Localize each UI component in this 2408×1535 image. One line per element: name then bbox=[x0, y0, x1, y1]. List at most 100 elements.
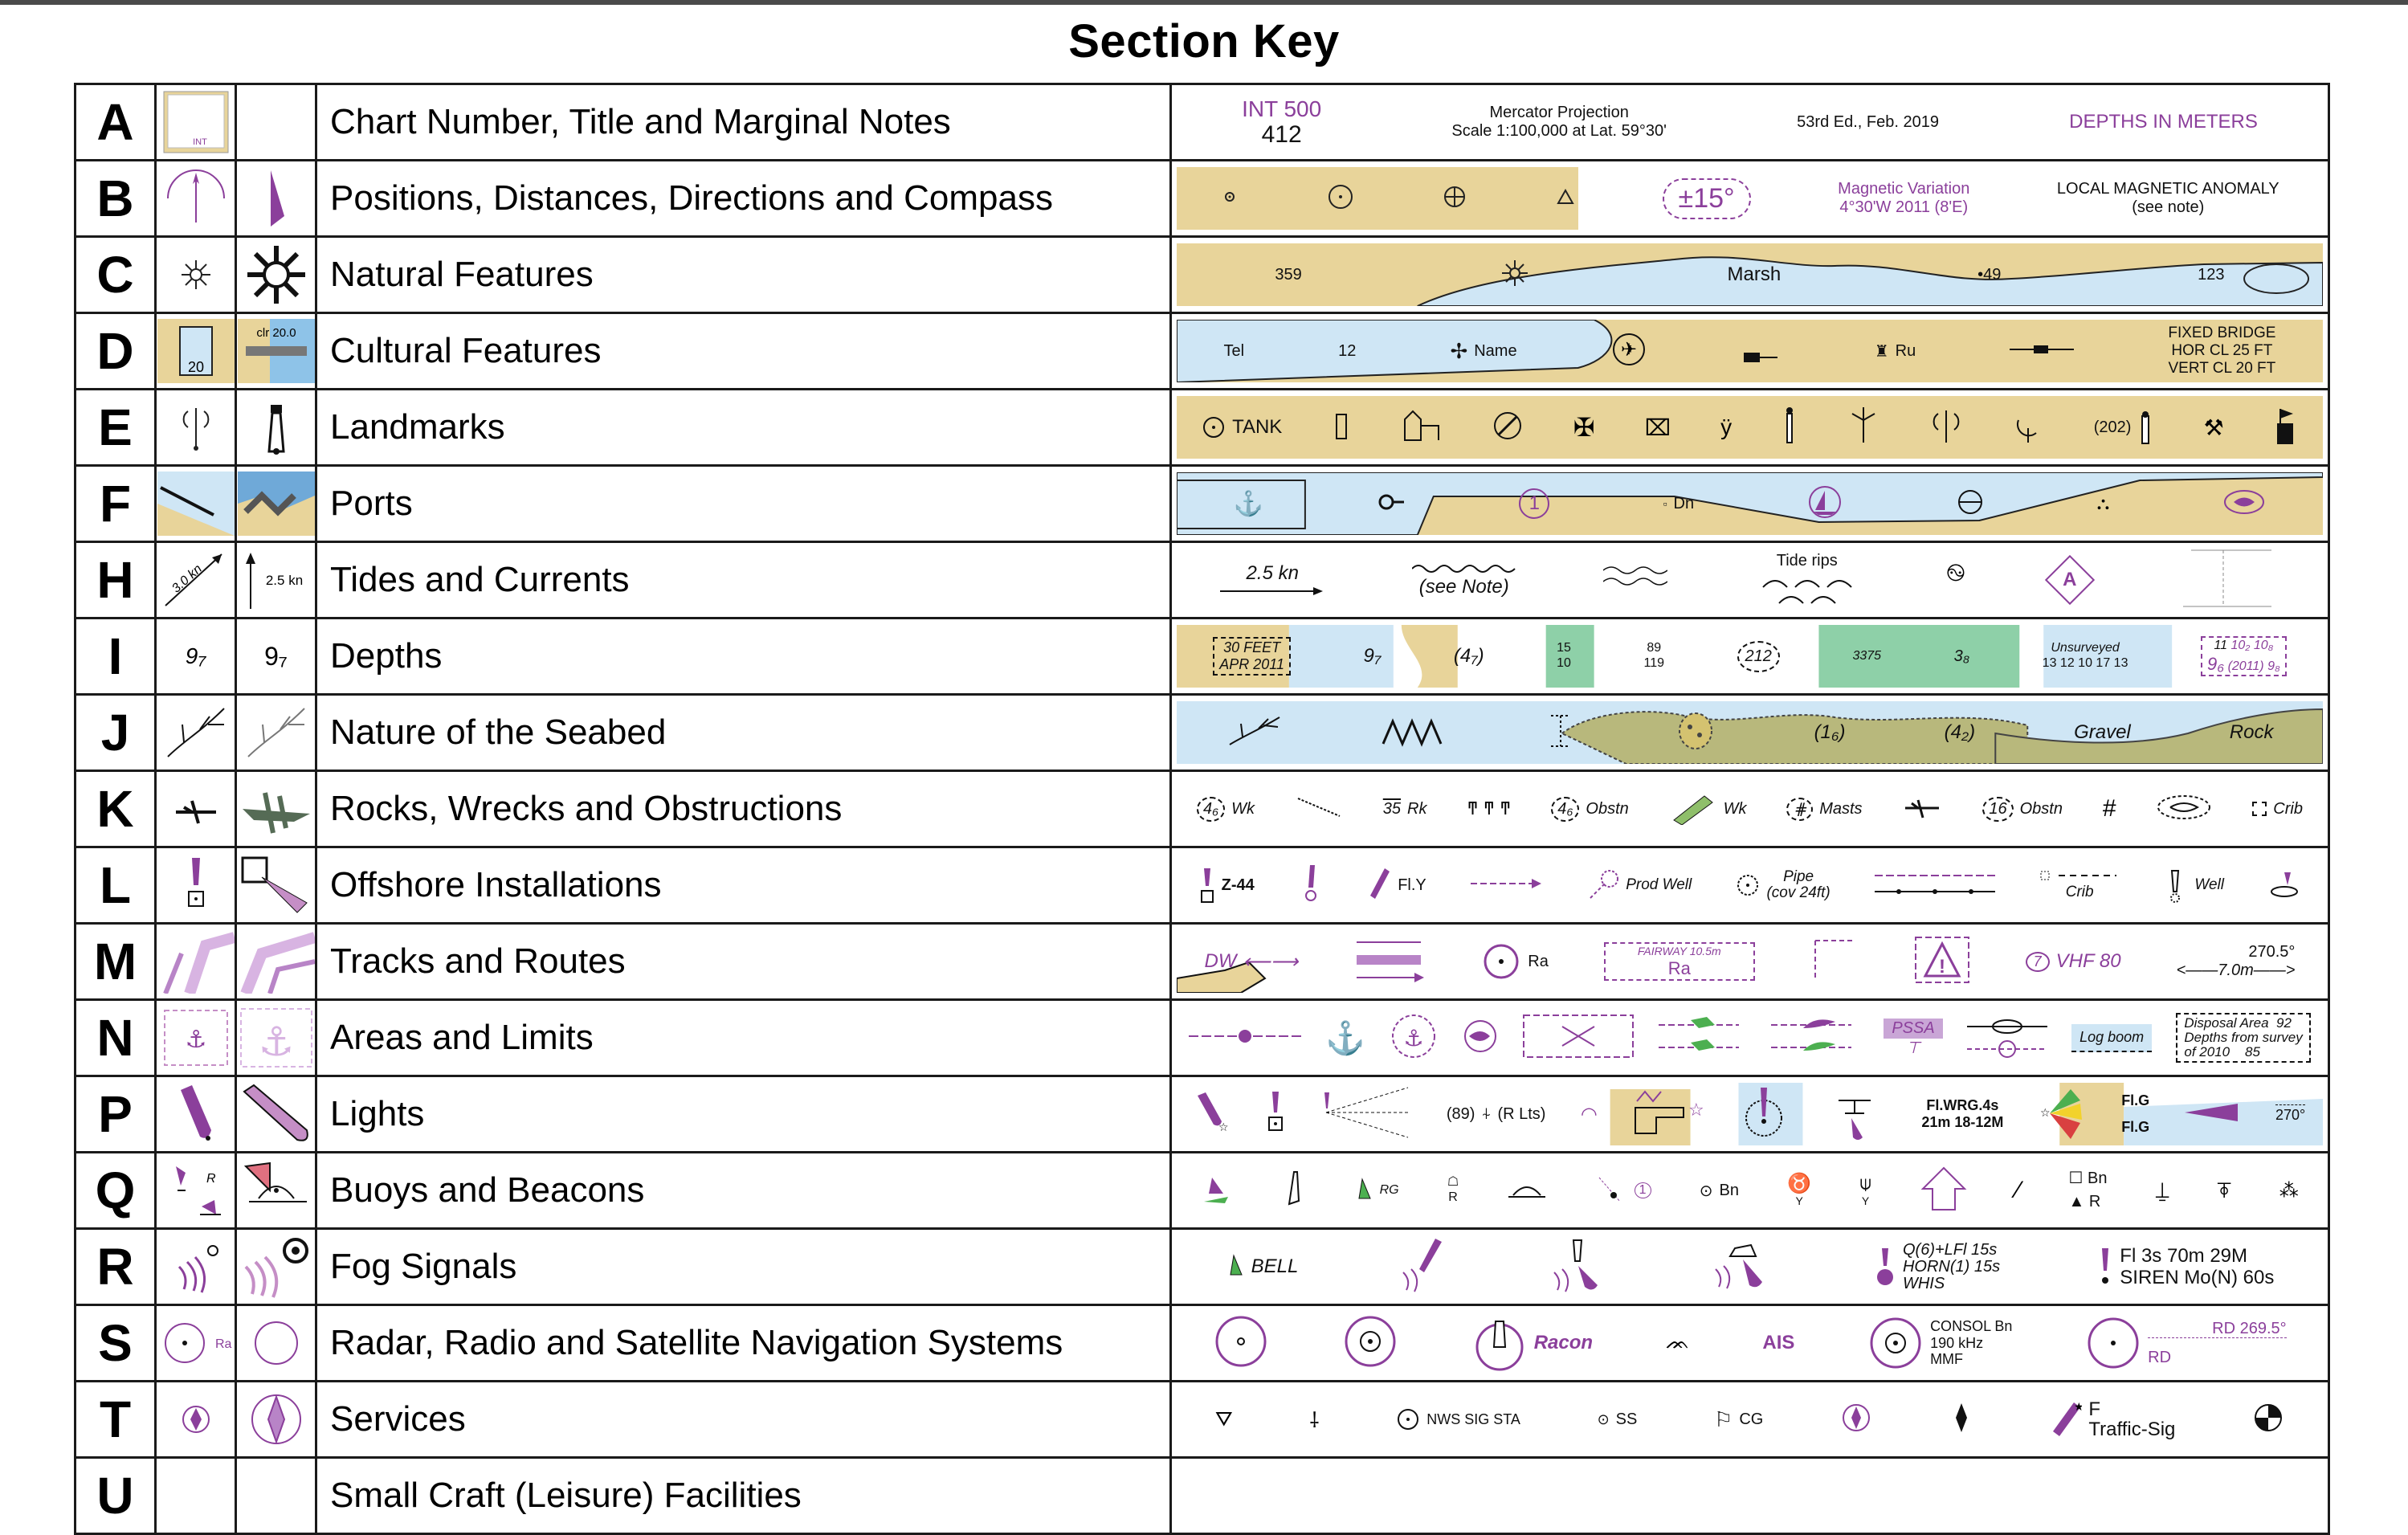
section-title: Natural Features bbox=[315, 235, 1172, 314]
seal-sanctuary-icon bbox=[1771, 1012, 1859, 1064]
pilot-boarding-icon bbox=[1840, 1402, 1872, 1438]
traffic-separation-icon bbox=[235, 922, 317, 1001]
radio-waves-icon: ᨏ bbox=[1665, 1332, 1690, 1353]
mooring-buoy-icon bbox=[1507, 1173, 1547, 1209]
anomaly-line1: LOCAL MAGNETIC ANOMALY bbox=[2056, 180, 2279, 198]
mine-icon: ⚒ bbox=[2203, 414, 2224, 440]
section-row-q[interactable]: Q R Buoys and Beacons RG ☖R 1 ⊙Bn ♉Y ⍦Y … bbox=[74, 1151, 2330, 1230]
bird-sanctuary-icon bbox=[1658, 1012, 1747, 1064]
current-rate-arrow: 2.5 kn bbox=[1220, 563, 1324, 596]
section-row-u[interactable]: U Small Craft (Leisure) Facilities bbox=[74, 1456, 2330, 1535]
section-title: Lights bbox=[315, 1075, 1172, 1153]
seaweed-grey-icon bbox=[235, 693, 317, 772]
section-letter: D bbox=[74, 312, 157, 390]
int-number: INT 500 bbox=[1242, 96, 1322, 121]
triangle-point-icon bbox=[1556, 187, 1575, 210]
buoy-bell-icon bbox=[235, 1151, 317, 1230]
section-row-d[interactable]: D 20 clr 20.0 Cultural Features Tel 12 ✢… bbox=[74, 312, 2330, 390]
section-row-s[interactable]: S Ra Radar, Radio and Satellite Navigati… bbox=[74, 1304, 2330, 1382]
section-title: Chart Number, Title and Marginal Notes bbox=[315, 83, 1172, 161]
section-row-e[interactable]: E Landmarks TANK ✠ ⌧ ӱ (202) bbox=[74, 388, 2330, 467]
section-row-j[interactable]: J Nature of the Seabed (1₆) (4₂) Gravel … bbox=[74, 693, 2330, 772]
position-dot-icon bbox=[1220, 187, 1239, 210]
depth-47: (4₇) bbox=[1453, 645, 1484, 667]
tide-gauge-icon bbox=[2175, 547, 2279, 614]
y-buoy-2: ⍦Y bbox=[1859, 1173, 1871, 1208]
perch-icon: ⍊ bbox=[2155, 1177, 2169, 1202]
wreck-small-icon bbox=[154, 770, 237, 848]
section-row-m[interactable]: M Tracks and Routes DW⟵⟶ Ra FAIRWAY 10.5… bbox=[74, 922, 2330, 1001]
depth-units-note: DEPTHS IN METERS bbox=[2069, 111, 2258, 133]
ebb-rate-text: 2.5 kn bbox=[265, 573, 302, 588]
pipeline-icon bbox=[2010, 341, 2075, 361]
section-letter: U bbox=[74, 1456, 157, 1535]
chart-number-label: INT 500 412 bbox=[1242, 96, 1322, 148]
fog-signal-large-icon bbox=[235, 1227, 317, 1306]
y-buoy-1: ♉Y bbox=[1787, 1173, 1812, 1208]
wreck-symbol-icon bbox=[1902, 795, 1942, 823]
signal-station-ss: ⊙SS bbox=[1597, 1410, 1638, 1428]
position-circle-icon bbox=[1327, 183, 1354, 214]
section-letter: R bbox=[74, 1227, 157, 1306]
section-title: Services bbox=[315, 1380, 1172, 1459]
restricted-area-icon bbox=[1810, 936, 1859, 988]
radar-ra-text: Ra bbox=[215, 1337, 232, 1351]
section-title: Offshore Installations bbox=[315, 846, 1172, 925]
section-letter: F bbox=[74, 464, 157, 543]
platform-z44: Z-44 bbox=[1199, 867, 1255, 904]
log-boom-label: Log boom bbox=[2071, 1023, 2153, 1052]
flood-rate-text: 3.0 kn bbox=[169, 562, 205, 596]
section-title: Positions, Distances, Directions and Com… bbox=[315, 159, 1172, 238]
svg-text:⚓: ⚓ bbox=[258, 1019, 294, 1065]
section-letter: I bbox=[74, 617, 157, 696]
section-row-f[interactable]: F Ports ⚓ 1 ▫Dn ⛬ bbox=[74, 464, 2330, 543]
empty-symbol bbox=[235, 1456, 317, 1535]
spar-buoy-icon bbox=[1281, 1169, 1305, 1213]
crosshair-icon bbox=[1441, 183, 1468, 214]
anchor-symbol-icon: ⚓ bbox=[1325, 1020, 1366, 1056]
tide-rips-label: Tide rips bbox=[1755, 552, 1859, 608]
nws-signal-station: NWS SIG STA bbox=[1396, 1407, 1520, 1431]
flood-current-arrow: 3.0 kn bbox=[154, 541, 237, 619]
section-title: Small Craft (Leisure) Facilities bbox=[315, 1456, 1172, 1535]
section-row-t[interactable]: T Services ⛛ ⸸ NWS SIG STA ⊙SS ⚐CG ★FTra… bbox=[74, 1380, 2330, 1459]
section-row-l[interactable]: L Offshore Installations Z-44 Fl.Y Prod … bbox=[74, 846, 2330, 925]
section-row-a[interactable]: A INT Chart Number, Title and Marginal N… bbox=[74, 83, 2330, 161]
gravel-label: Gravel bbox=[2074, 721, 2131, 743]
magnetic-anomaly-note: LOCAL MAGNETIC ANOMALY (see note) bbox=[2057, 181, 2279, 216]
anchorage-berth-icon: ⚓ bbox=[1390, 1012, 1438, 1064]
wind-turbine-icon bbox=[1847, 406, 1879, 450]
section-letter: C bbox=[74, 235, 157, 314]
section-title: Areas and Limits bbox=[315, 998, 1172, 1077]
rg-buoy: RG bbox=[1354, 1174, 1399, 1206]
building-icon bbox=[1402, 408, 1442, 447]
sectored-light-icon: ☆ bbox=[2039, 1084, 2087, 1145]
symbol-strip bbox=[1169, 1456, 2330, 1535]
section-row-b[interactable]: B Positions, Distances, Directions and C… bbox=[74, 159, 2330, 238]
hash-icon: # bbox=[2102, 795, 2116, 822]
section-letter: N bbox=[74, 998, 157, 1077]
section-title: Tracks and Routes bbox=[315, 922, 1172, 1001]
section-row-c[interactable]: C Natural Features 359 Marsh •49 123 bbox=[74, 235, 2330, 314]
symbol-strip: TANK ✠ ⌧ ӱ (202) ⚒ bbox=[1169, 388, 2330, 467]
flag-icon bbox=[2274, 406, 2298, 450]
marsh-label: Marsh bbox=[1727, 263, 1782, 285]
section-row-n[interactable]: N ⚓ ⚓ Areas and Limits ⚓ ⚓ PSSA⊤ Log boo… bbox=[74, 998, 2330, 1077]
platform-light-icon bbox=[154, 846, 237, 925]
section-row-h[interactable]: H 3.0 kn 2.5 kn Tides and Currents 2.5 k… bbox=[74, 541, 2330, 619]
rock-tees-icon: ͳ ͳ ͳ bbox=[1467, 798, 1512, 819]
section-title: Tides and Currents bbox=[315, 541, 1172, 619]
monument-icon: ⌧ bbox=[1644, 414, 1671, 440]
light-flare-large-icon bbox=[235, 1075, 317, 1153]
